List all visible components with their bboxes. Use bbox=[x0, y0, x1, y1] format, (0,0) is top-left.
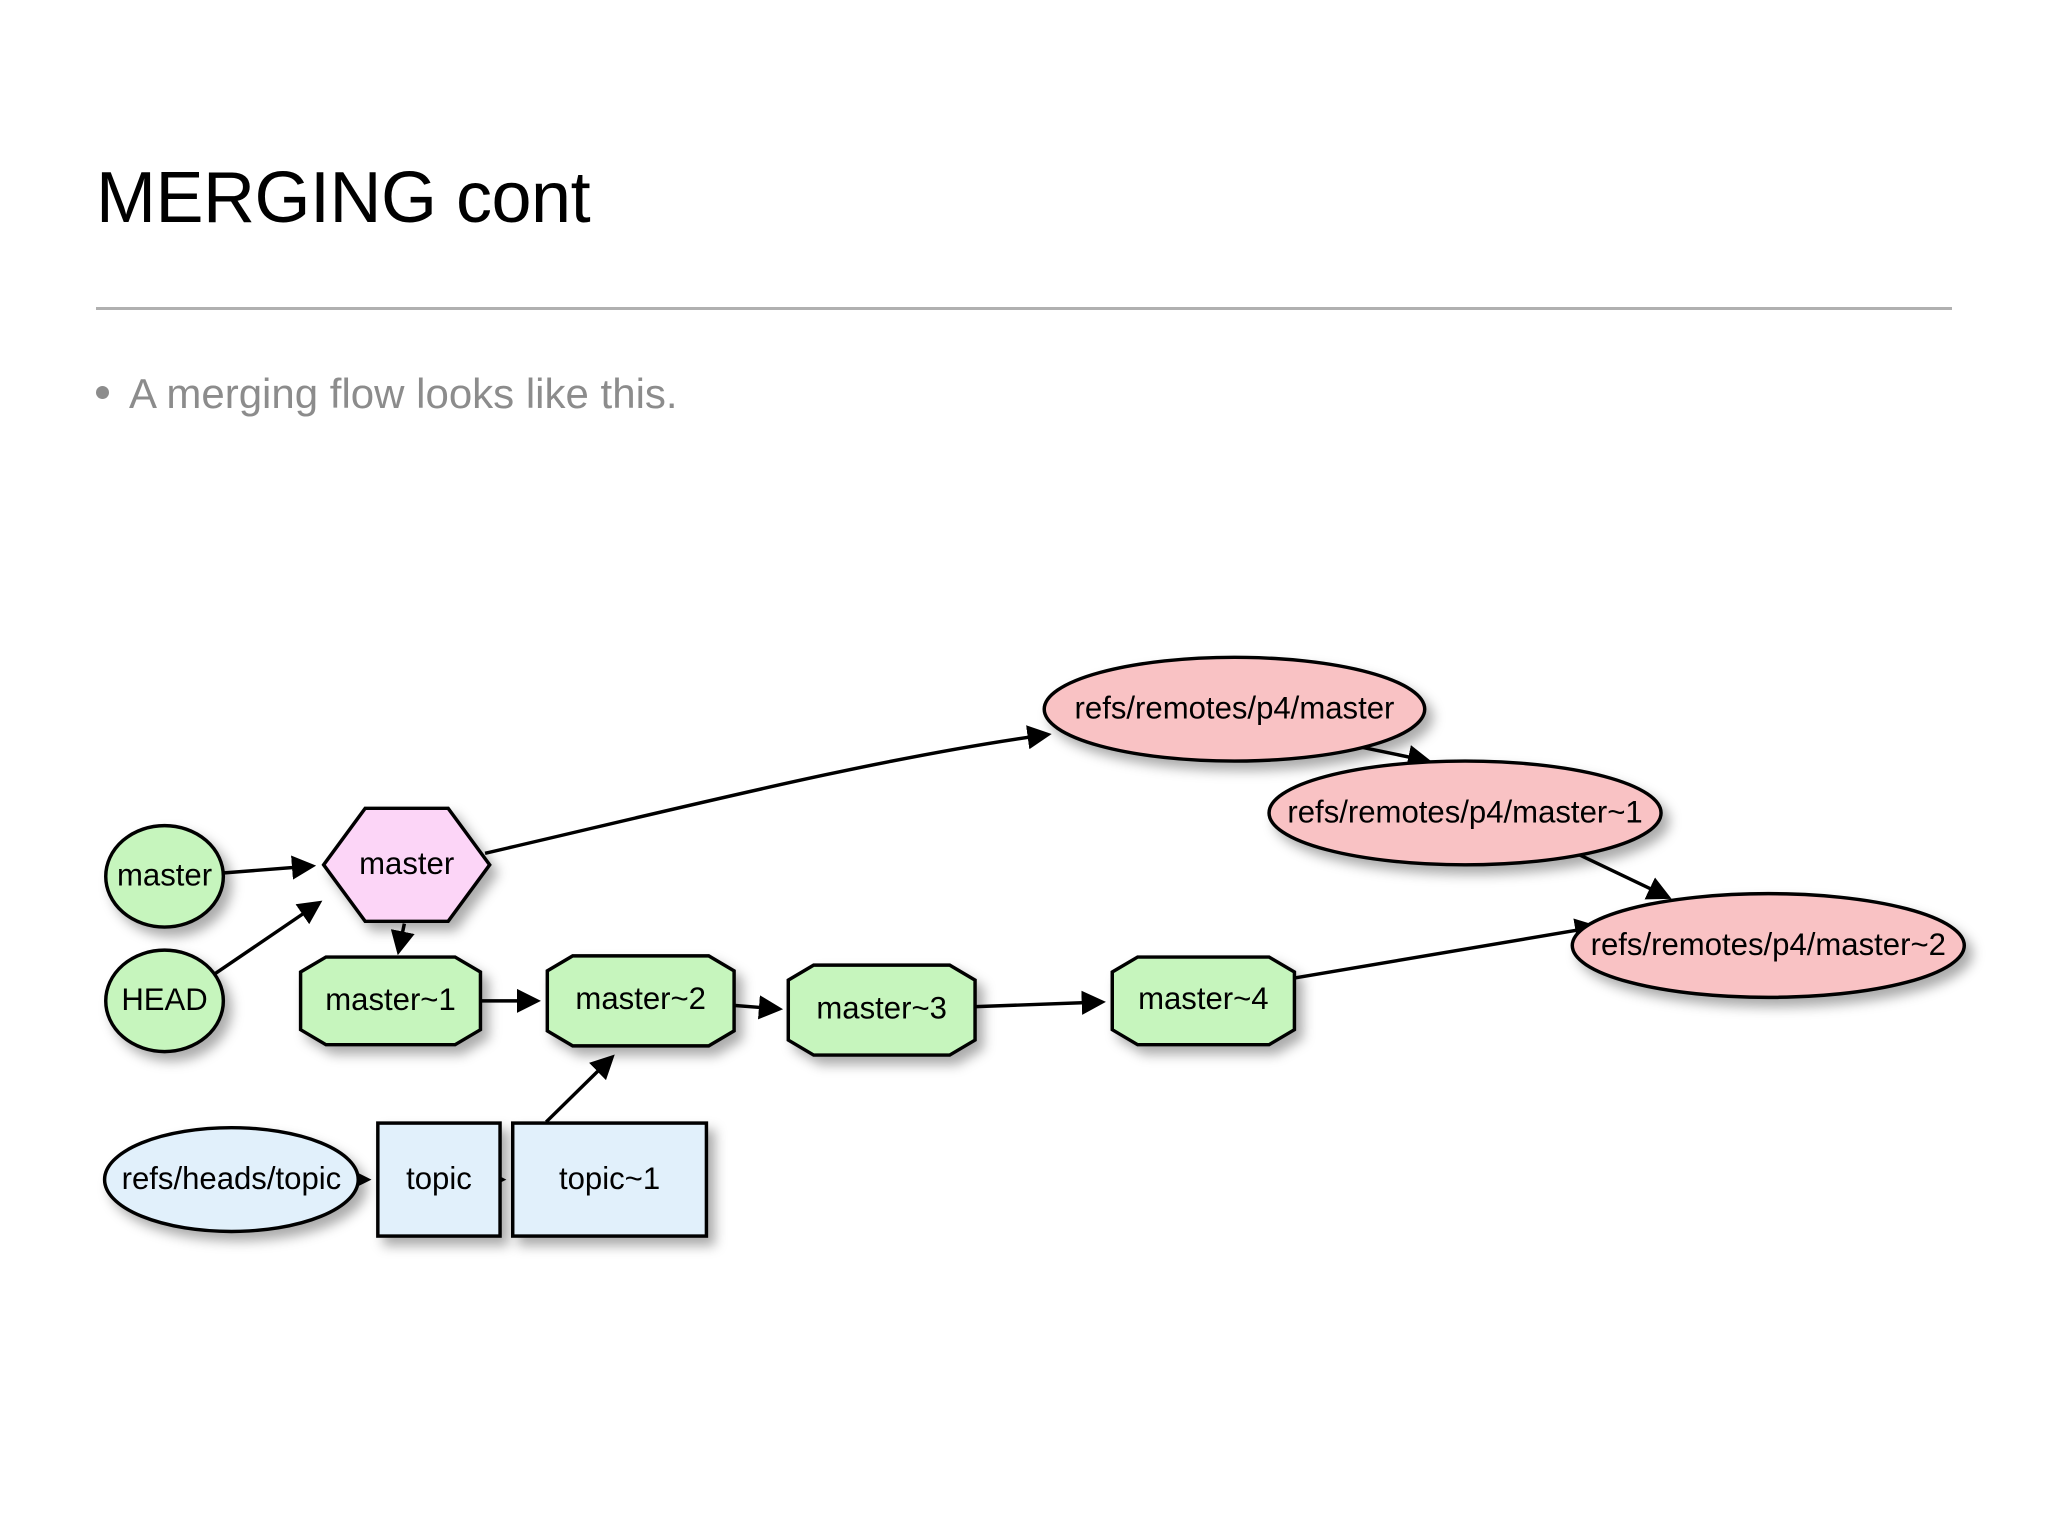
edge-topic1-to-master2 bbox=[544, 1054, 615, 1124]
node-master-3-shape bbox=[786, 963, 977, 1057]
node-p4-master-1-shape bbox=[1267, 759, 1663, 867]
node-topic[interactable]: topic bbox=[376, 1121, 502, 1238]
edge-p4-master1-to-p4-master2 bbox=[1565, 847, 1672, 900]
node-ref-head[interactable]: HEAD bbox=[104, 948, 226, 1054]
node-master-3[interactable]: master~3 bbox=[786, 963, 977, 1057]
edge-commit-master-to-master1 bbox=[390, 923, 415, 956]
commit-graph-svg: master HEAD master master~1 bbox=[102, 655, 1967, 1238]
edge-master3-to-master4 bbox=[976, 990, 1106, 1015]
title-divider bbox=[96, 307, 1952, 310]
bullet-dot-icon bbox=[96, 386, 109, 399]
node-ref-topic-shape bbox=[102, 1125, 360, 1234]
node-ref-master[interactable]: master bbox=[104, 823, 226, 929]
node-master-2-shape bbox=[545, 954, 736, 1048]
node-master-4-shape bbox=[1110, 955, 1297, 1047]
bullet-list: A merging flow looks like this. bbox=[96, 373, 678, 415]
edge-commit-master-to-p4-master bbox=[484, 725, 1052, 855]
node-p4-master-2-shape bbox=[1570, 891, 1967, 1000]
commit-graph-diagram: master HEAD master master~1 bbox=[70, 640, 2030, 1400]
node-commit-master-shape bbox=[321, 806, 492, 924]
node-master-1[interactable]: master~1 bbox=[298, 955, 483, 1047]
node-p4-master-2[interactable]: refs/remotes/p4/master~2 bbox=[1570, 891, 1967, 1000]
graph-nodes: master HEAD master master~1 bbox=[102, 655, 1967, 1238]
edge-master4-to-p4-master2 bbox=[1295, 918, 1600, 980]
bullet-item-text: A merging flow looks like this. bbox=[129, 370, 678, 417]
page-title: MERGING cont bbox=[96, 158, 591, 238]
node-master-1-shape bbox=[298, 955, 483, 1047]
node-topic-1-shape bbox=[510, 1121, 709, 1238]
graph-edges bbox=[213, 725, 1672, 1192]
edge-ref-head-to-commit-master bbox=[213, 900, 323, 976]
node-topic-shape bbox=[376, 1121, 502, 1238]
node-p4-master-1[interactable]: refs/remotes/p4/master~1 bbox=[1267, 759, 1663, 867]
node-ref-topic[interactable]: refs/heads/topic bbox=[102, 1125, 360, 1234]
node-master-4[interactable]: master~4 bbox=[1110, 955, 1297, 1047]
edge-ref-master-to-commit-master bbox=[224, 855, 317, 880]
node-master-2[interactable]: master~2 bbox=[545, 954, 736, 1048]
node-p4-master[interactable]: refs/remotes/p4/master bbox=[1042, 655, 1427, 763]
node-p4-master-shape bbox=[1042, 655, 1427, 763]
node-commit-master[interactable]: master bbox=[321, 806, 492, 924]
node-ref-head-shape bbox=[104, 948, 226, 1054]
node-topic-1[interactable]: topic~1 bbox=[510, 1121, 709, 1238]
edge-master2-to-master3 bbox=[735, 995, 784, 1020]
node-ref-master-shape bbox=[104, 823, 226, 929]
